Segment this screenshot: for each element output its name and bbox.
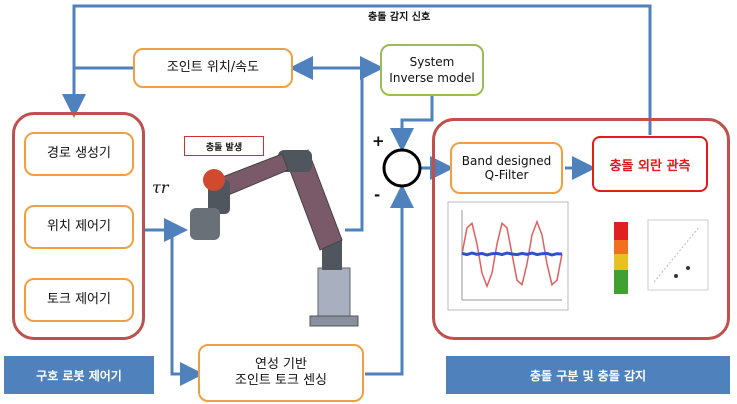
torque-sensing-box[interactable]: 연성 기반 조인트 토크 센싱 bbox=[198, 344, 364, 402]
path-generator-box[interactable]: 경로 생성기 bbox=[24, 132, 134, 176]
q-filter-line1: Band designed bbox=[461, 154, 552, 168]
system-model-line2: Inverse model bbox=[389, 71, 475, 85]
torque-sensing-line2: 조인트 토크 센싱 bbox=[235, 373, 327, 388]
collision-observer-box[interactable]: 충돌 외란 관측 bbox=[592, 136, 708, 192]
robot-arm-illustration bbox=[190, 149, 359, 327]
q-filter-line2: Q-Filter bbox=[484, 168, 529, 182]
system-model-line1: System bbox=[409, 55, 455, 69]
controller-group bbox=[12, 112, 145, 340]
collision-observer-label: 충돌 외란 관측 bbox=[609, 158, 691, 174]
torque-controller-box[interactable]: 토크 제어기 bbox=[24, 278, 134, 322]
path-generator-label: 경로 생성기 bbox=[47, 146, 111, 161]
joint-pos-vel-label: 조인트 위치/속도 bbox=[166, 60, 260, 75]
detection-group-label: 충돌 구분 및 충돌 감지 bbox=[446, 356, 730, 394]
filter-response-chart bbox=[447, 201, 569, 311]
sum-minus-sign: - bbox=[374, 186, 381, 204]
controller-group-label: 구호 로봇 제어기 bbox=[4, 356, 154, 394]
joint-pos-vel-box[interactable]: 조인트 위치/속도 bbox=[133, 48, 293, 88]
position-controller-box[interactable]: 위치 제어기 bbox=[24, 205, 134, 249]
collision-occurrence-tag: 충돌 발생 bbox=[184, 136, 264, 156]
detection-group bbox=[432, 118, 730, 340]
torque-controller-label: 토크 제어기 bbox=[47, 292, 111, 307]
q-filter-box[interactable]: Band designed Q-Filter bbox=[450, 142, 563, 194]
collision-signal-label: 충돌 감지 신호 bbox=[368, 12, 431, 23]
system-inverse-model-box[interactable]: System Inverse model bbox=[380, 44, 484, 96]
position-controller-label: 위치 제어기 bbox=[47, 219, 111, 234]
chart-series-line-1 bbox=[461, 251, 563, 257]
observer-indicator-chart bbox=[614, 219, 709, 294]
summing-junction bbox=[382, 148, 422, 188]
torque-symbol: τr bbox=[152, 178, 169, 197]
sum-plus-sign: + bbox=[372, 132, 385, 150]
torque-sensing-line1: 연성 기반 bbox=[255, 357, 307, 372]
